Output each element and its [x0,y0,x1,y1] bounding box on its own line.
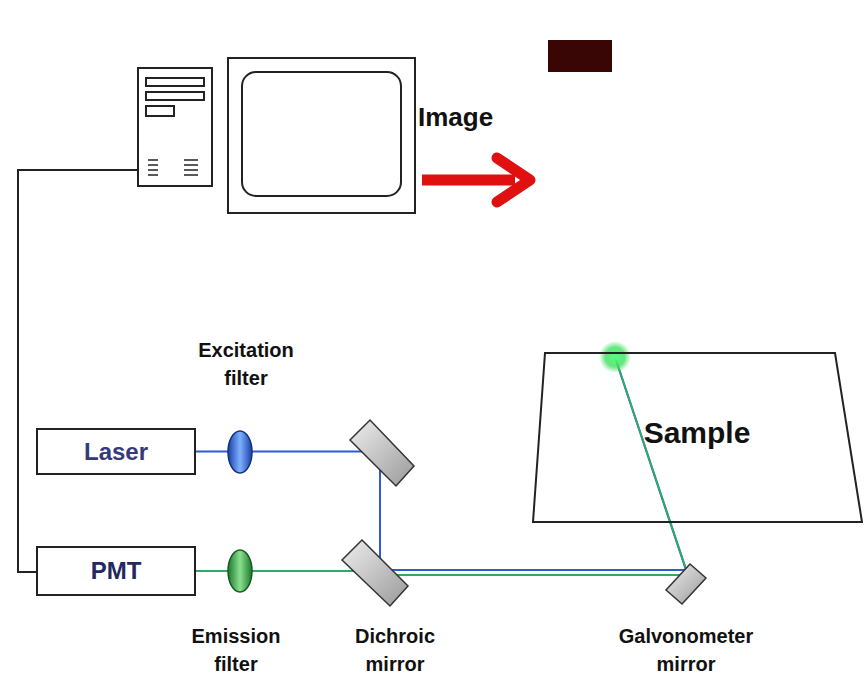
monitor [228,58,415,213]
mirror [350,420,414,486]
excitation-filter [228,431,252,473]
laser-box: Laser [36,428,196,475]
galvonometer-mirror-label: Galvonometer mirror [596,622,776,678]
excitation-spot [599,341,631,373]
light-beam [196,357,688,575]
signal-wire [18,170,138,572]
computer-tower [138,68,212,186]
node-text: Laser [84,438,148,466]
node-text: PMT [91,557,142,585]
excitation-filter-label: Excitation filter [176,336,316,392]
image-label: Image [418,100,548,134]
sample-plane: Sample [531,352,863,524]
galvonometer-mirror [666,564,706,604]
image-swatch [548,40,612,72]
light-beam [196,357,686,570]
image-arrow [422,158,530,202]
dichroic-mirror-label: Dichroic mirror [330,622,460,678]
emission-filter [228,550,252,592]
dichroic-mirror [342,540,408,606]
node-text: Sample [644,416,751,450]
emission-filter-label: Emission filter [176,622,296,678]
pmt-box: PMT [36,546,196,596]
